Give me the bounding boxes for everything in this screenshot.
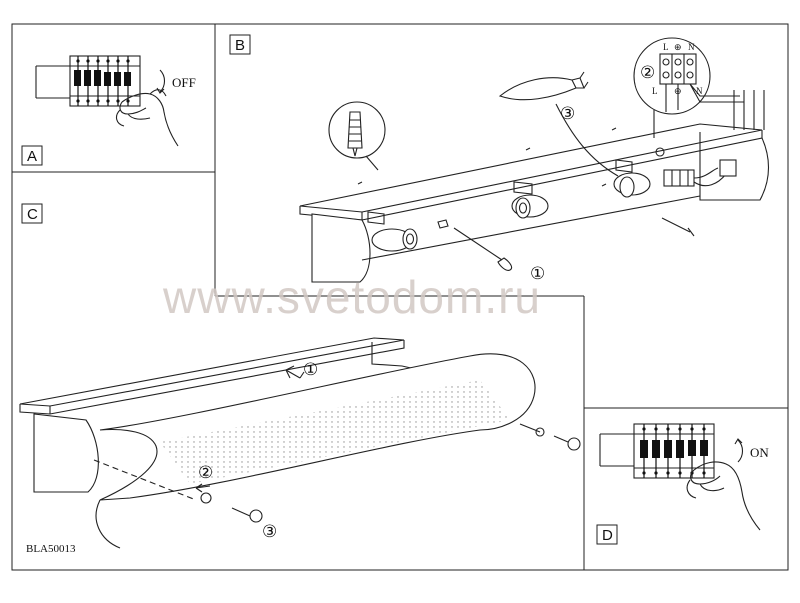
terminal-top-earth: ⊕ xyxy=(674,42,682,52)
breaker-on-icon xyxy=(633,423,715,479)
panel-b-wiring xyxy=(299,37,769,283)
step-c-2: ② xyxy=(198,463,213,482)
letter-box-c xyxy=(21,203,43,224)
ground-screw xyxy=(661,217,695,237)
bulb-icon xyxy=(498,71,589,101)
cover-screw-right xyxy=(535,427,581,451)
watermark: www.svetodom.ru xyxy=(162,271,541,323)
terminal-callout xyxy=(633,37,765,138)
terminal-box xyxy=(663,159,737,187)
terminal-labels: L ⊕ N L ⊕ N xyxy=(652,42,703,96)
terminal-bottom-n: N xyxy=(696,86,703,96)
cable-stubs xyxy=(35,65,70,99)
lampholder-middle xyxy=(511,181,549,219)
bracket-bottom-edge xyxy=(361,195,701,261)
terminal-top-l: L xyxy=(663,42,669,52)
arrow-step-2 xyxy=(195,483,211,493)
screw-icon xyxy=(453,227,513,271)
step-c-1: ① xyxy=(303,360,318,379)
switch-on-label: ON xyxy=(750,445,769,460)
cover-end-plate xyxy=(33,413,99,493)
panel-letter-d: D xyxy=(602,527,613,544)
step-b-1: ① xyxy=(530,264,545,283)
hand-icon-d xyxy=(686,461,761,531)
panel-letter-b: B xyxy=(235,37,245,54)
panel-letters: A B C D xyxy=(21,34,618,545)
hand-icon xyxy=(115,89,179,147)
bulb-guide-line xyxy=(555,103,619,177)
terminal-top-n: N xyxy=(688,42,695,52)
outer-frame xyxy=(11,23,789,571)
cover-screw-left xyxy=(200,492,263,523)
wall-plug-callout xyxy=(328,101,386,171)
panel-c-cover xyxy=(19,337,581,549)
mounting-slot xyxy=(437,219,449,229)
switch-off-label: OFF xyxy=(172,75,196,90)
slide-arrow xyxy=(285,365,305,379)
switch-direction-arrow xyxy=(159,69,166,93)
panel-c-steps: ① ② ③ xyxy=(198,360,318,541)
panel-a-breaker-off xyxy=(35,55,179,147)
model-code: BLA50013 xyxy=(26,543,76,555)
bracket-right-plate xyxy=(699,132,769,201)
step-b-2: ② xyxy=(640,63,655,82)
rail-screw-dots xyxy=(357,127,617,187)
bracket-end-plate xyxy=(311,213,371,283)
panel-letter-c: C xyxy=(27,206,38,223)
letter-box-b xyxy=(229,34,251,55)
lampholder-right xyxy=(613,159,651,198)
panel-d-breaker-on xyxy=(599,423,761,531)
screw-guide-left xyxy=(93,459,197,501)
step-b-3: ③ xyxy=(560,104,575,123)
screw-guide-right xyxy=(519,423,541,433)
terminal-bottom-l: L xyxy=(652,86,658,96)
wall-plug-icon xyxy=(347,111,363,157)
supply-wires xyxy=(665,83,744,112)
terminal-bottom-earth: ⊕ xyxy=(674,86,682,96)
cover-right-bracket xyxy=(371,342,421,371)
wall-cable-bundle xyxy=(733,90,765,130)
terminal-block-icon xyxy=(659,53,697,85)
lampholder-left xyxy=(367,211,418,252)
panel-letter-a: A xyxy=(27,148,37,165)
cover-rail xyxy=(19,337,405,415)
panel-b-steps: ① ② ③ xyxy=(530,63,655,283)
cover-shade xyxy=(95,353,536,549)
letter-box-a xyxy=(21,145,43,166)
breaker-off-icon xyxy=(69,55,141,107)
panel-borders xyxy=(11,23,789,571)
letter-box-d xyxy=(596,524,618,545)
switch-direction-arrow-d xyxy=(737,439,744,463)
step-c-3: ③ xyxy=(262,522,277,541)
cable-stubs-d xyxy=(599,433,634,467)
grommet xyxy=(655,147,665,157)
